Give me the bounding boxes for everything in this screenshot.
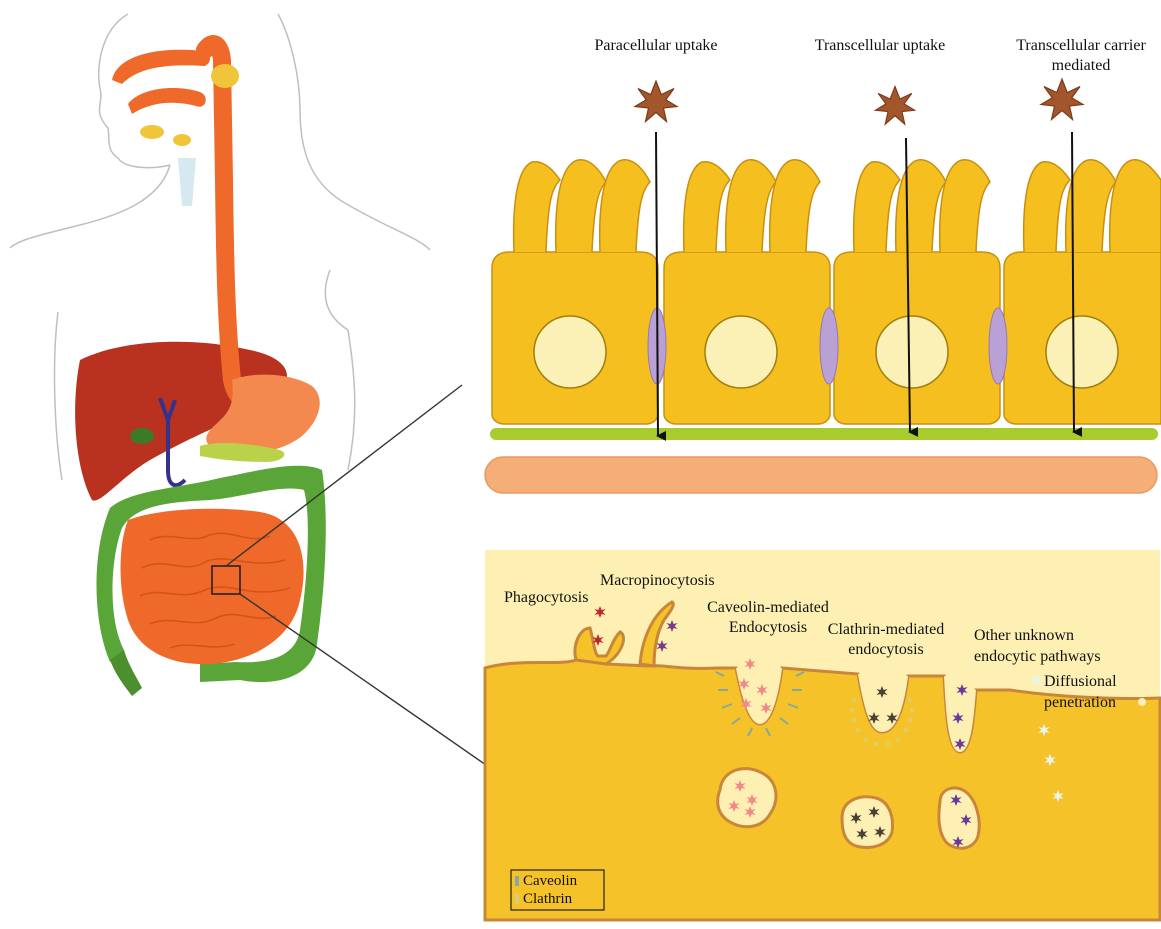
- nucleus: [876, 316, 948, 388]
- salivary-gland-lower: [140, 125, 164, 139]
- basement-membrane: [490, 428, 1158, 440]
- mouth-cavity: [128, 88, 206, 114]
- legend-clathrin-label: Clathrin: [523, 890, 572, 909]
- phagocytosis-label: Phagocytosis: [504, 588, 588, 607]
- blood-vessel: [485, 457, 1157, 493]
- legend-clathrin-swatch: [515, 894, 519, 904]
- legend-caveolin-label: Caveolin: [523, 872, 577, 891]
- macropinocytosis-label: Macropinocytosis: [600, 571, 715, 590]
- carrier-label-line1: Transcellular carrier: [1002, 36, 1160, 55]
- gallbladder: [130, 428, 154, 444]
- drug-particle: [1041, 79, 1083, 120]
- caveolin-vesicle: [718, 769, 776, 827]
- clathrin-vesicle: [842, 797, 892, 848]
- diffusional-label-line2: penetration: [1044, 693, 1116, 712]
- other-label-line1: Other unknown: [974, 626, 1074, 645]
- legend-caveolin-swatch: [515, 876, 519, 886]
- other-label-line2: endocytic pathways: [974, 647, 1101, 666]
- clathrin-label-line1: Clathrin-mediated: [806, 620, 966, 639]
- epithelial-cells: [492, 160, 1161, 424]
- clathrin-label-line2: endocytosis: [806, 640, 966, 659]
- nucleus: [534, 316, 606, 388]
- nucleus: [1046, 316, 1118, 388]
- nasal-cavity: [112, 50, 210, 84]
- drug-particle: [635, 81, 677, 122]
- salivary-gland-mid: [173, 134, 191, 146]
- drug-particle: [875, 86, 914, 124]
- paracellular-label: Paracellular uptake: [576, 36, 736, 55]
- nucleus: [705, 316, 777, 388]
- salivary-gland: [211, 64, 239, 88]
- membrane-dot: [1138, 698, 1146, 706]
- trachea: [178, 158, 196, 206]
- tight-junction: [989, 308, 1007, 384]
- drug-particles: [635, 79, 1083, 124]
- transcellular-label: Transcellular uptake: [800, 36, 960, 55]
- rectum: [110, 650, 142, 696]
- diffusional-label-line1: Diffusional: [1044, 672, 1117, 691]
- tight-junction: [820, 308, 838, 384]
- caveolin-label-line1: Caveolin-mediated: [688, 598, 848, 617]
- carrier-label-line2: mediated: [1002, 56, 1160, 75]
